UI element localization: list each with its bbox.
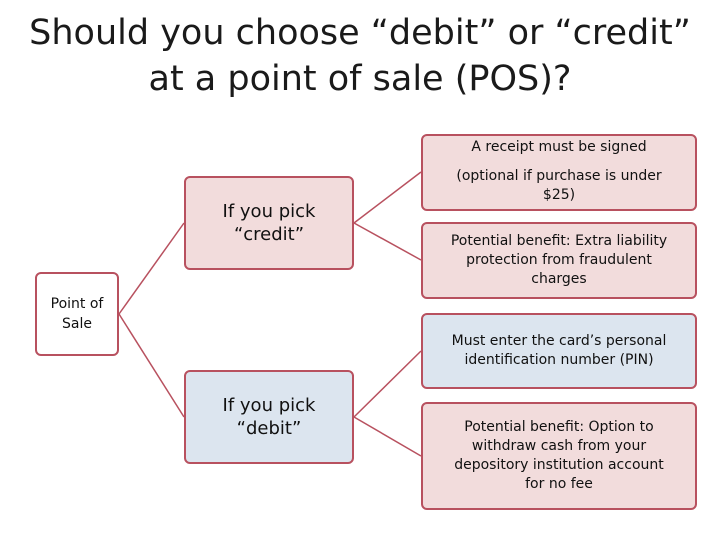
debit-benefit-line-3: depository institution account	[454, 457, 664, 473]
debit-pin-line-2: identification number (PIN)	[464, 352, 654, 368]
page-title: Should you choose “debit” or “credit” at…	[20, 10, 700, 102]
debit-benefit-line-1: Potential benefit: Option to	[464, 419, 654, 435]
root-node-point-of-sale: Point of Sale	[35, 272, 119, 356]
credit-receipt-node: A receipt must be signed (optional if pu…	[421, 134, 697, 211]
credit-receipt-line-2: (optional if purchase is under	[456, 168, 662, 184]
connector-root-credit	[118, 222, 185, 315]
debit-pin-line-1: Must enter the card’s personal	[451, 333, 667, 349]
credit-node: If you pick “credit”	[184, 176, 354, 270]
connector-credit-benefit	[353, 222, 422, 261]
credit-label-line-1: If you pick	[222, 201, 316, 222]
credit-label-line-2: “credit”	[233, 224, 305, 245]
debit-label-line-2: “debit”	[236, 418, 302, 439]
credit-benefit-line-1: Potential benefit: Extra liability	[450, 233, 668, 249]
root-label-line-1: Point of	[50, 296, 104, 312]
connector-credit-receipt	[353, 171, 422, 224]
debit-node: If you pick “debit”	[184, 370, 354, 464]
connector-root-debit	[118, 313, 185, 418]
connector-debit-benefit	[353, 416, 422, 457]
credit-benefit-line-2: protection from fraudulent	[466, 252, 652, 268]
connector-debit-pin	[353, 350, 422, 418]
credit-receipt-line-3: $25)	[542, 187, 576, 203]
title-line-1: Should you choose “debit” or “credit”	[29, 13, 691, 53]
debit-benefit-node: Potential benefit: Option to withdraw ca…	[421, 402, 697, 510]
title-line-2: at a point of sale (POS)?	[148, 59, 572, 99]
debit-benefit-line-2: withdraw cash from your	[471, 438, 647, 454]
root-label-line-2: Sale	[62, 316, 92, 332]
debit-label-line-1: If you pick	[222, 395, 316, 416]
credit-receipt-line-1: A receipt must be signed	[471, 139, 647, 155]
debit-benefit-line-4: for no fee	[525, 476, 593, 492]
credit-benefit-line-3: charges	[531, 271, 587, 287]
debit-pin-node: Must enter the card’s personal identific…	[421, 313, 697, 389]
credit-benefit-node: Potential benefit: Extra liability prote…	[421, 222, 697, 299]
